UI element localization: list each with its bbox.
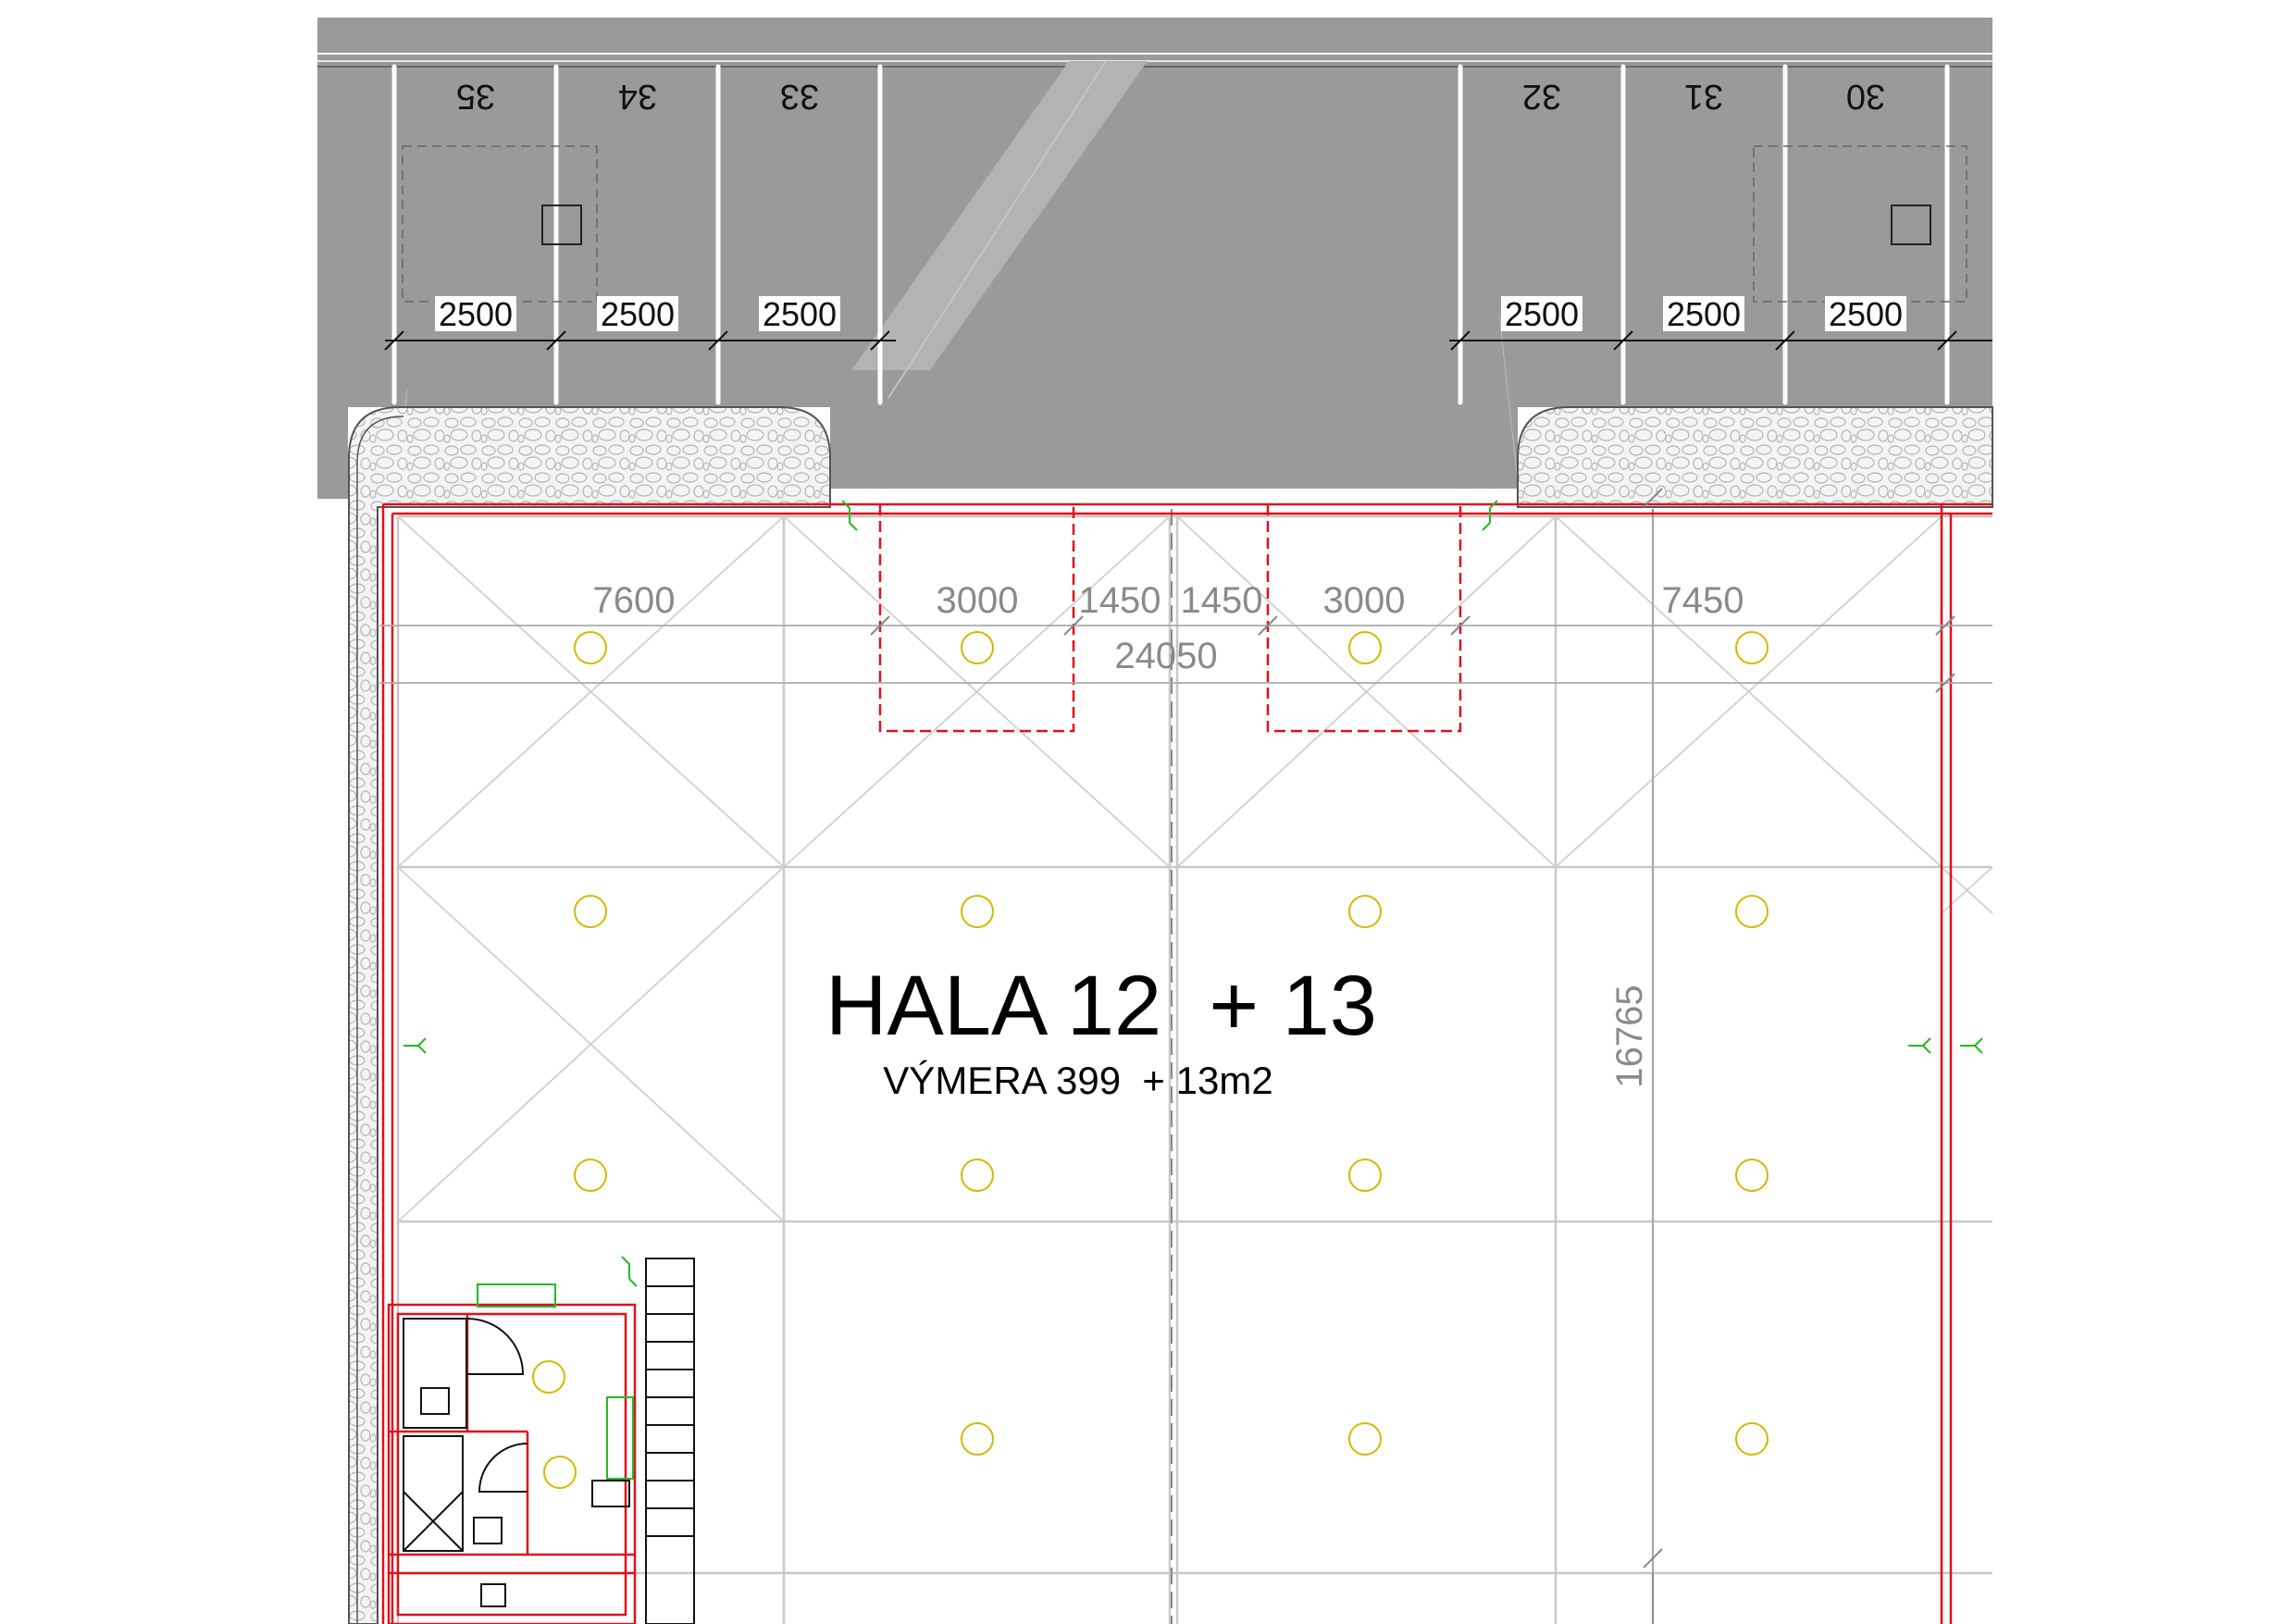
parking-width-label: 2500: [439, 295, 513, 333]
parking-separators: [391, 64, 1950, 405]
parking-width-label: 2500: [1667, 295, 1741, 333]
ceiling-lights: [532, 631, 1769, 1489]
depth-dimension-label: 16765: [1609, 985, 1650, 1087]
diagonal-path: [851, 61, 1148, 370]
office-block: [387, 1303, 637, 1624]
parking-space-number: 31: [1684, 77, 1723, 116]
gravel-strip-left: [348, 406, 831, 1624]
parking-width-label: 2500: [763, 295, 837, 333]
overall-dimension-label: 24050: [1114, 636, 1217, 676]
parking-width-label: 2500: [1829, 295, 1903, 333]
parking-space-number: 32: [1522, 77, 1561, 116]
parking-space-number: 30: [1846, 77, 1885, 116]
skylight-openings: [878, 504, 1462, 733]
dimension-label: 3000: [937, 580, 1019, 621]
gravel-strip-right: [1517, 406, 1993, 508]
dimension-label: 7600: [593, 580, 676, 621]
outer-walls: [381, 502, 1992, 1624]
parking-space-number: 34: [618, 77, 657, 116]
parking-space-number: 35: [456, 77, 495, 116]
parking-width-label: 2500: [601, 295, 675, 333]
dimension-label: 1450: [1181, 580, 1263, 621]
exit-marker-icon: [403, 500, 1983, 1287]
dimension-label: 1450: [1079, 580, 1161, 621]
dimension-label: 7450: [1662, 580, 1744, 621]
hall-title: HALA 12 + 13: [825, 959, 1377, 1053]
stair: [645, 1258, 695, 1624]
hall-area: VÝMERA 399 + 13m2: [883, 1059, 1272, 1102]
parking-width-label: 2500: [1505, 295, 1579, 333]
dimension-label: 3000: [1323, 580, 1406, 621]
parking-space-number: 33: [780, 77, 819, 116]
